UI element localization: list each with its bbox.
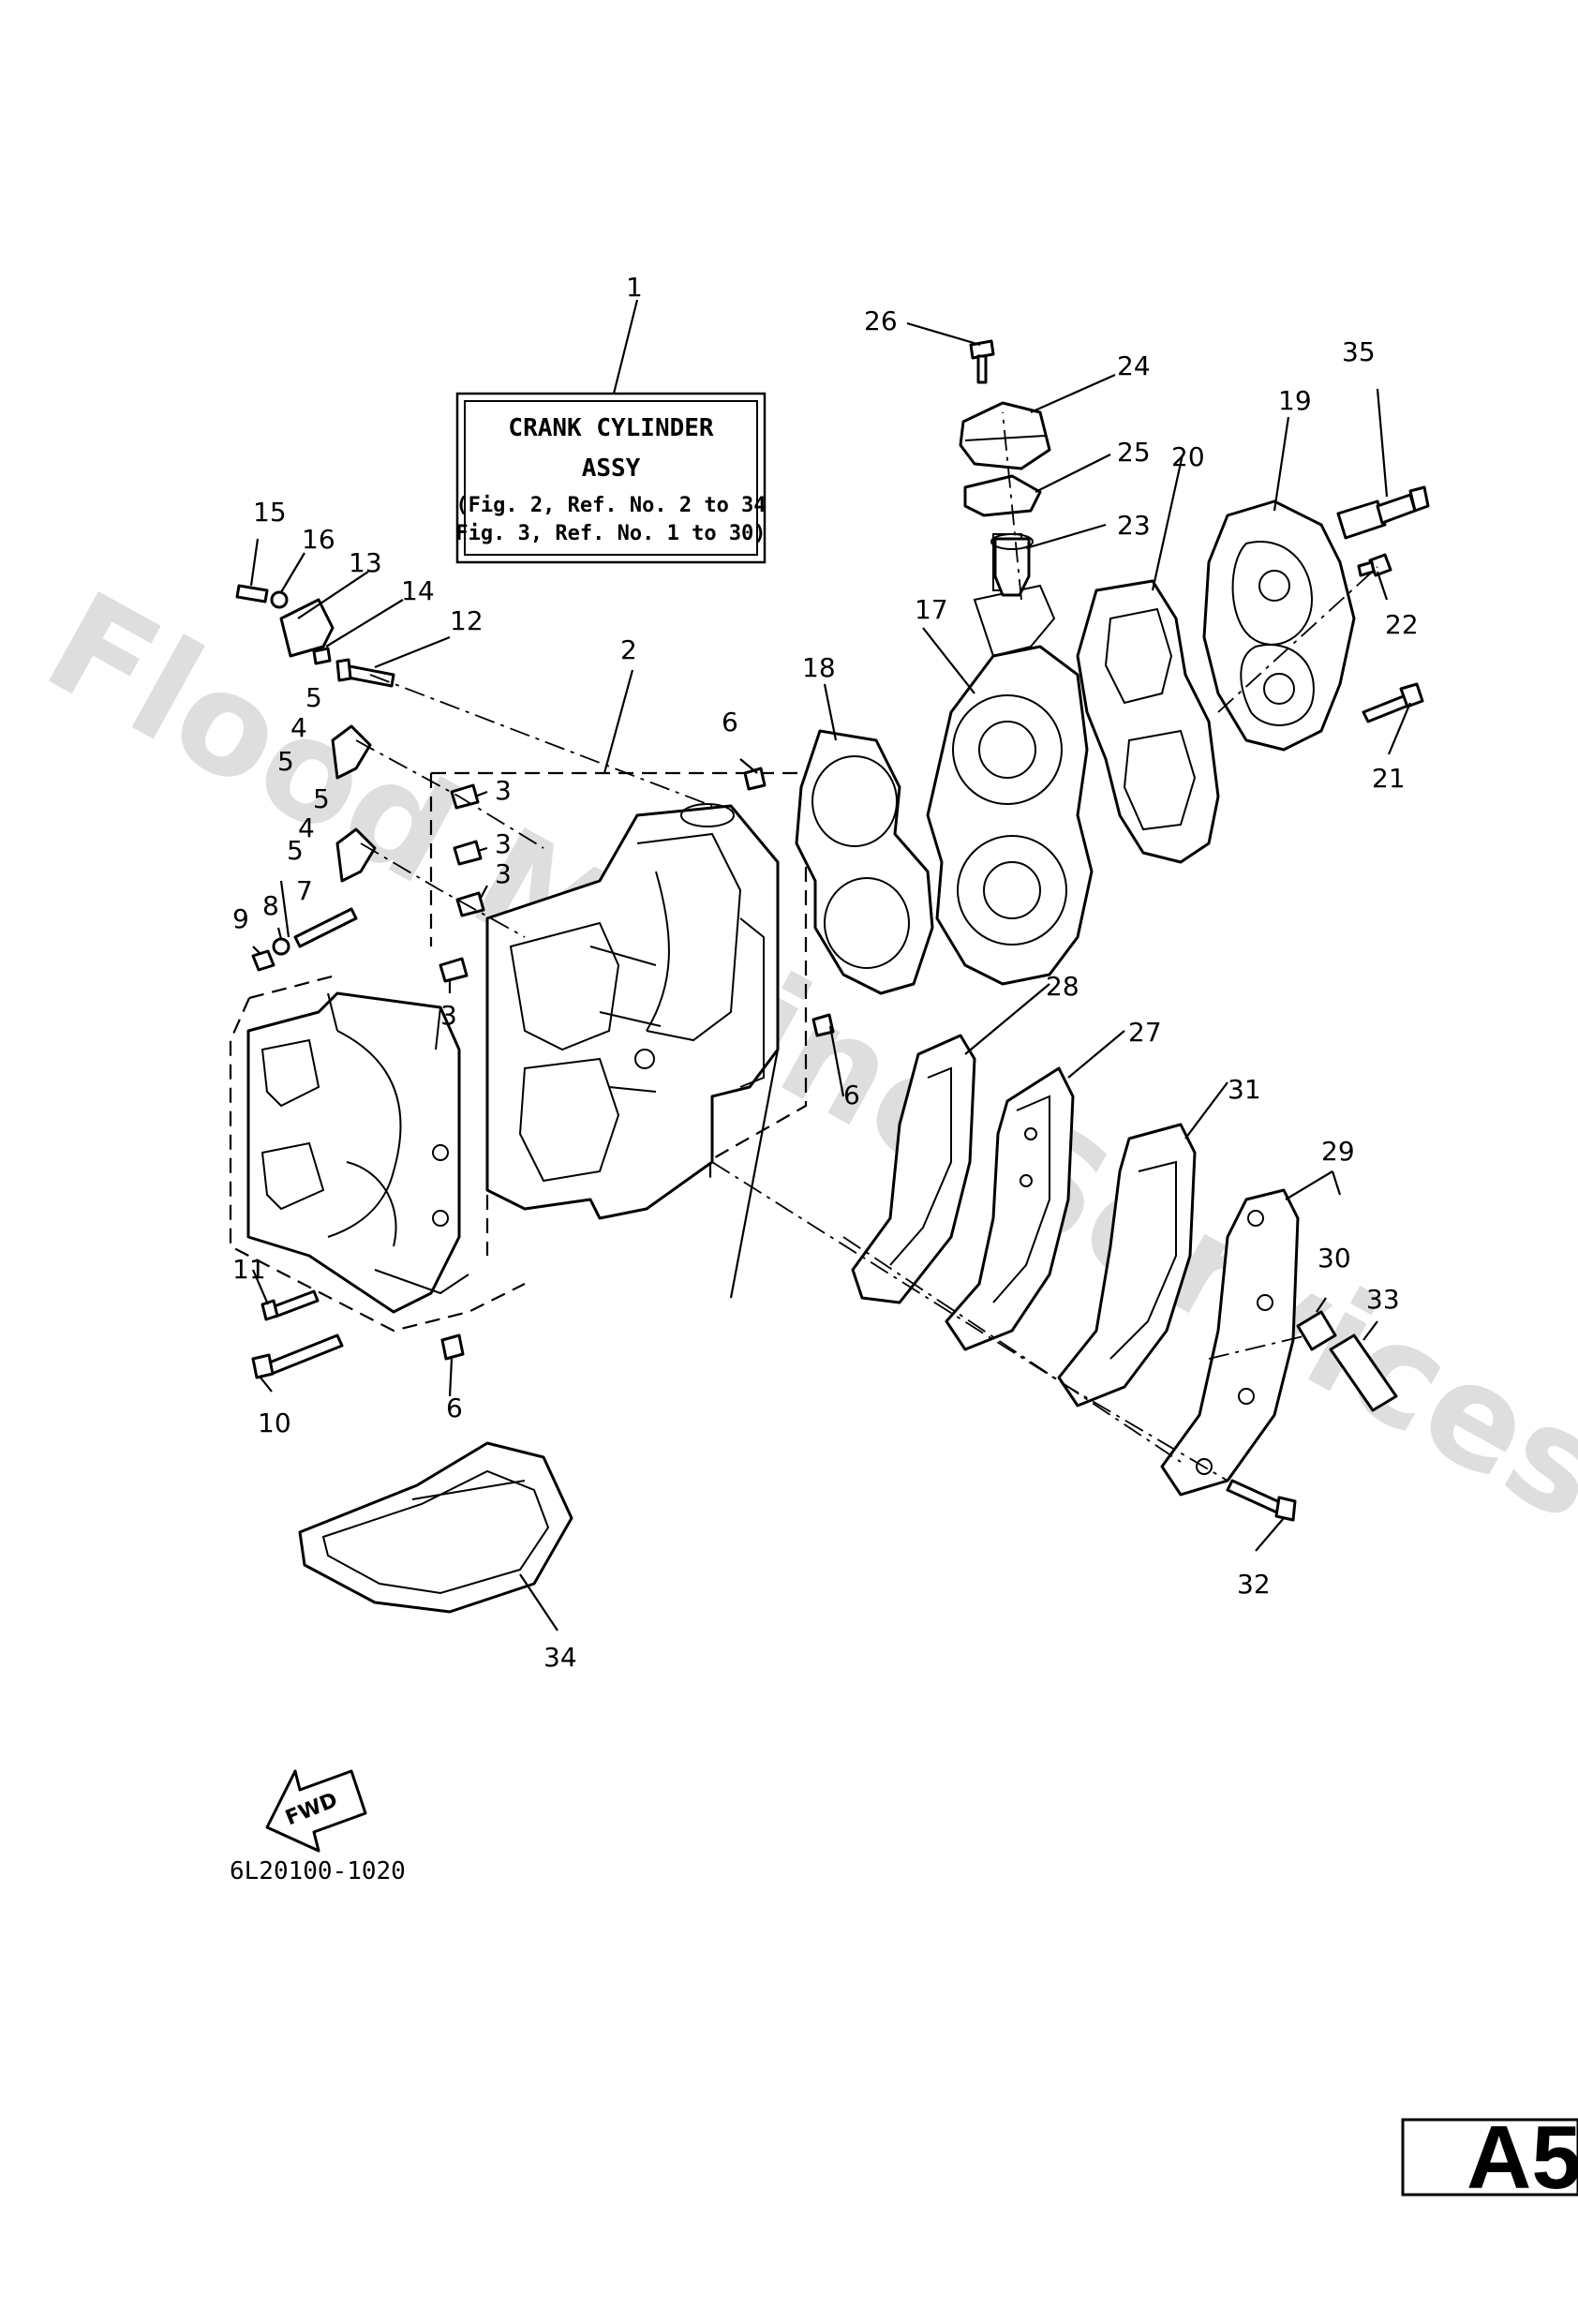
- crankcase-long-bolt-part: [251, 1333, 344, 1379]
- callout-4a: 4: [290, 712, 307, 743]
- cover-bolt-part: [969, 339, 995, 384]
- anode-part: [1296, 1310, 1337, 1351]
- callout-8: 8: [262, 890, 279, 921]
- base-gasket-part: [298, 1441, 573, 1614]
- exploded-axis-lines: [355, 411, 1378, 1482]
- page-badge: A5: [1401, 2108, 1578, 2208]
- callout-26: 26: [864, 305, 898, 336]
- long-bolt-part: [335, 658, 395, 688]
- anode-pin-part: [1329, 1333, 1398, 1412]
- leader-lines: [249, 299, 1412, 1631]
- callout-11: 11: [232, 1254, 266, 1285]
- callout-23: 23: [1117, 510, 1151, 541]
- figure-reference: 6L20100-1020: [230, 1857, 406, 1885]
- callout-17: 17: [915, 594, 948, 625]
- title-line-4: Fig. 3, Ref. No. 1 to 30): [455, 522, 766, 545]
- callout-15: 15: [253, 497, 287, 528]
- exhaust-outer-cover-part: [1160, 1188, 1300, 1497]
- left-bolt-part: [235, 584, 269, 603]
- callout-35: 35: [1342, 336, 1376, 367]
- callout-5c: 5: [313, 783, 330, 814]
- cover-mounting-bolt-part: [1226, 1479, 1297, 1522]
- callout-19: 19: [1278, 385, 1312, 416]
- callout-4b: 4: [298, 812, 315, 843]
- nut-part: [251, 949, 275, 972]
- exhaust-inner-cover-part: [945, 1066, 1075, 1351]
- temperature-sensor-part: [1336, 485, 1430, 540]
- page-badge-text: A5: [1466, 2108, 1578, 2208]
- callout-16: 16: [302, 524, 335, 555]
- fitting-part-1: [450, 783, 480, 810]
- callout-3c: 3: [495, 858, 512, 889]
- washer-part: [270, 590, 289, 609]
- callout-12: 12: [450, 605, 484, 636]
- callout-3d: 3: [440, 1000, 457, 1031]
- main-bearing-part-lower: [335, 827, 377, 883]
- callout-5b: 5: [277, 746, 294, 777]
- forward-direction-arrow: FWD: [265, 1769, 367, 1853]
- exhaust-outer-gasket-part: [1057, 1123, 1197, 1408]
- thermostat-part: [990, 533, 1034, 597]
- callout-2: 2: [620, 634, 637, 665]
- callout-14: 14: [401, 575, 435, 606]
- callout-3a: 3: [495, 775, 512, 806]
- fitting-part-3: [455, 891, 485, 917]
- callout-31: 31: [1228, 1074, 1261, 1105]
- callout-27: 27: [1128, 1017, 1162, 1048]
- assembly-title-box: CRANK CYLINDER ASSY (Fig. 2, Ref. No. 2 …: [455, 392, 767, 564]
- callout-13: 13: [349, 547, 382, 578]
- dowel-pin-part-2: [811, 1013, 835, 1037]
- crankcase-part: [246, 991, 469, 1314]
- crankcase-bolt-part: [261, 1289, 320, 1321]
- callout-34: 34: [543, 1642, 577, 1673]
- title-line-1: CRANK CYLINDER: [508, 414, 713, 442]
- callout-5a: 5: [305, 682, 322, 713]
- callout-3b: 3: [495, 828, 512, 859]
- dowel-pin-part-1: [743, 767, 767, 791]
- callout-5d: 5: [287, 835, 304, 866]
- callout-29: 29: [1321, 1136, 1355, 1167]
- callout-22: 22: [1385, 609, 1419, 640]
- head-cover-part: [1202, 499, 1356, 752]
- callout-25: 25: [1117, 437, 1151, 468]
- dowel-pin-part-3: [440, 1333, 465, 1361]
- fitting-part-4: [439, 957, 469, 983]
- callout-9: 9: [232, 903, 249, 934]
- head-nut-part: [1357, 553, 1392, 577]
- head-bolt-part: [1362, 682, 1424, 723]
- callout-1: 1: [626, 272, 643, 303]
- cylinder-head-part: [926, 533, 1094, 986]
- oil-seal-housing-part: [279, 598, 335, 658]
- callout-10: 10: [258, 1408, 291, 1438]
- callout-7: 7: [296, 875, 313, 906]
- callout-6c: 6: [446, 1393, 463, 1423]
- callout-33: 33: [1366, 1284, 1400, 1315]
- callout-6b: 6: [843, 1080, 860, 1110]
- callout-20: 20: [1171, 441, 1205, 472]
- stud-bolt-part: [293, 907, 358, 948]
- cylinder-head-gasket-part: [795, 729, 934, 995]
- fitting-part-2: [453, 840, 483, 866]
- callout-24: 24: [1117, 350, 1151, 381]
- washer-part-2: [272, 937, 290, 956]
- callout-21: 21: [1372, 763, 1406, 794]
- main-bearing-part-upper: [331, 724, 372, 780]
- head-cover-gasket-part: [1076, 579, 1220, 864]
- title-line-3: (Fig. 2, Ref. No. 2 to 34: [455, 494, 766, 517]
- callout-18: 18: [802, 652, 836, 683]
- callout-6a: 6: [722, 707, 738, 737]
- callout-32: 32: [1237, 1569, 1271, 1600]
- title-line-2: ASSY: [582, 454, 641, 483]
- cylinder-block-part: [485, 803, 780, 1220]
- screw-part: [312, 647, 332, 665]
- callout-28: 28: [1046, 971, 1079, 1002]
- thermostat-gasket-part: [963, 474, 1042, 517]
- callout-30: 30: [1317, 1243, 1351, 1274]
- callouts: 1 2 3 3 3 3 4 4 5 5 5 5 6 6 6 7 8 9 10 1…: [232, 272, 1419, 1673]
